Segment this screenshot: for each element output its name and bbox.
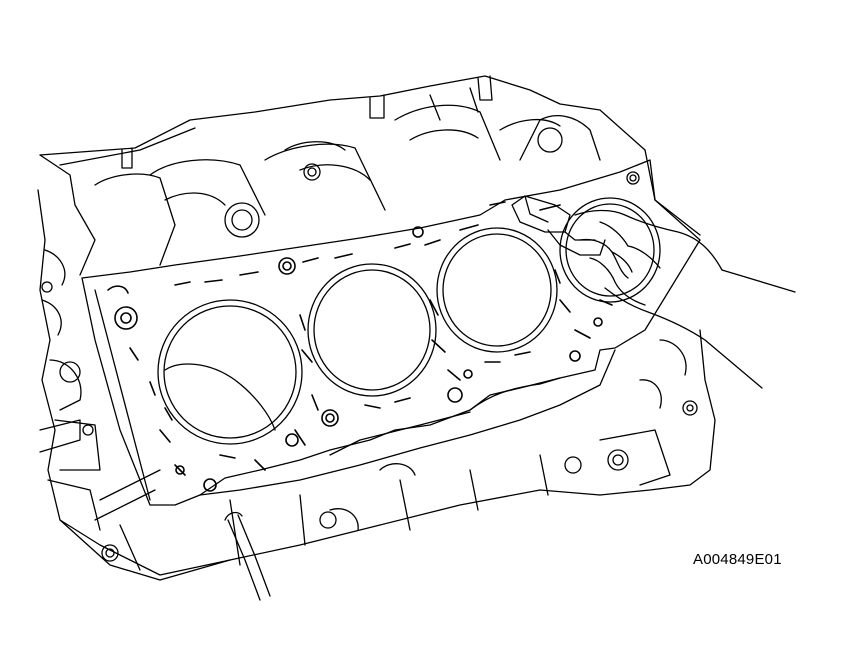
- hand: [511, 195, 796, 389]
- cylinder-bore: [157, 299, 303, 445]
- cylinder-head-gasket: [81, 159, 701, 506]
- figure-id-label: A004849E01: [693, 551, 782, 568]
- cylinder-bore: [307, 263, 437, 397]
- cylinder-bore: [559, 197, 661, 303]
- gasket-coolant-slots: [107, 201, 613, 492]
- engine-block: [37, 75, 716, 601]
- cylinder-bore: [436, 227, 558, 353]
